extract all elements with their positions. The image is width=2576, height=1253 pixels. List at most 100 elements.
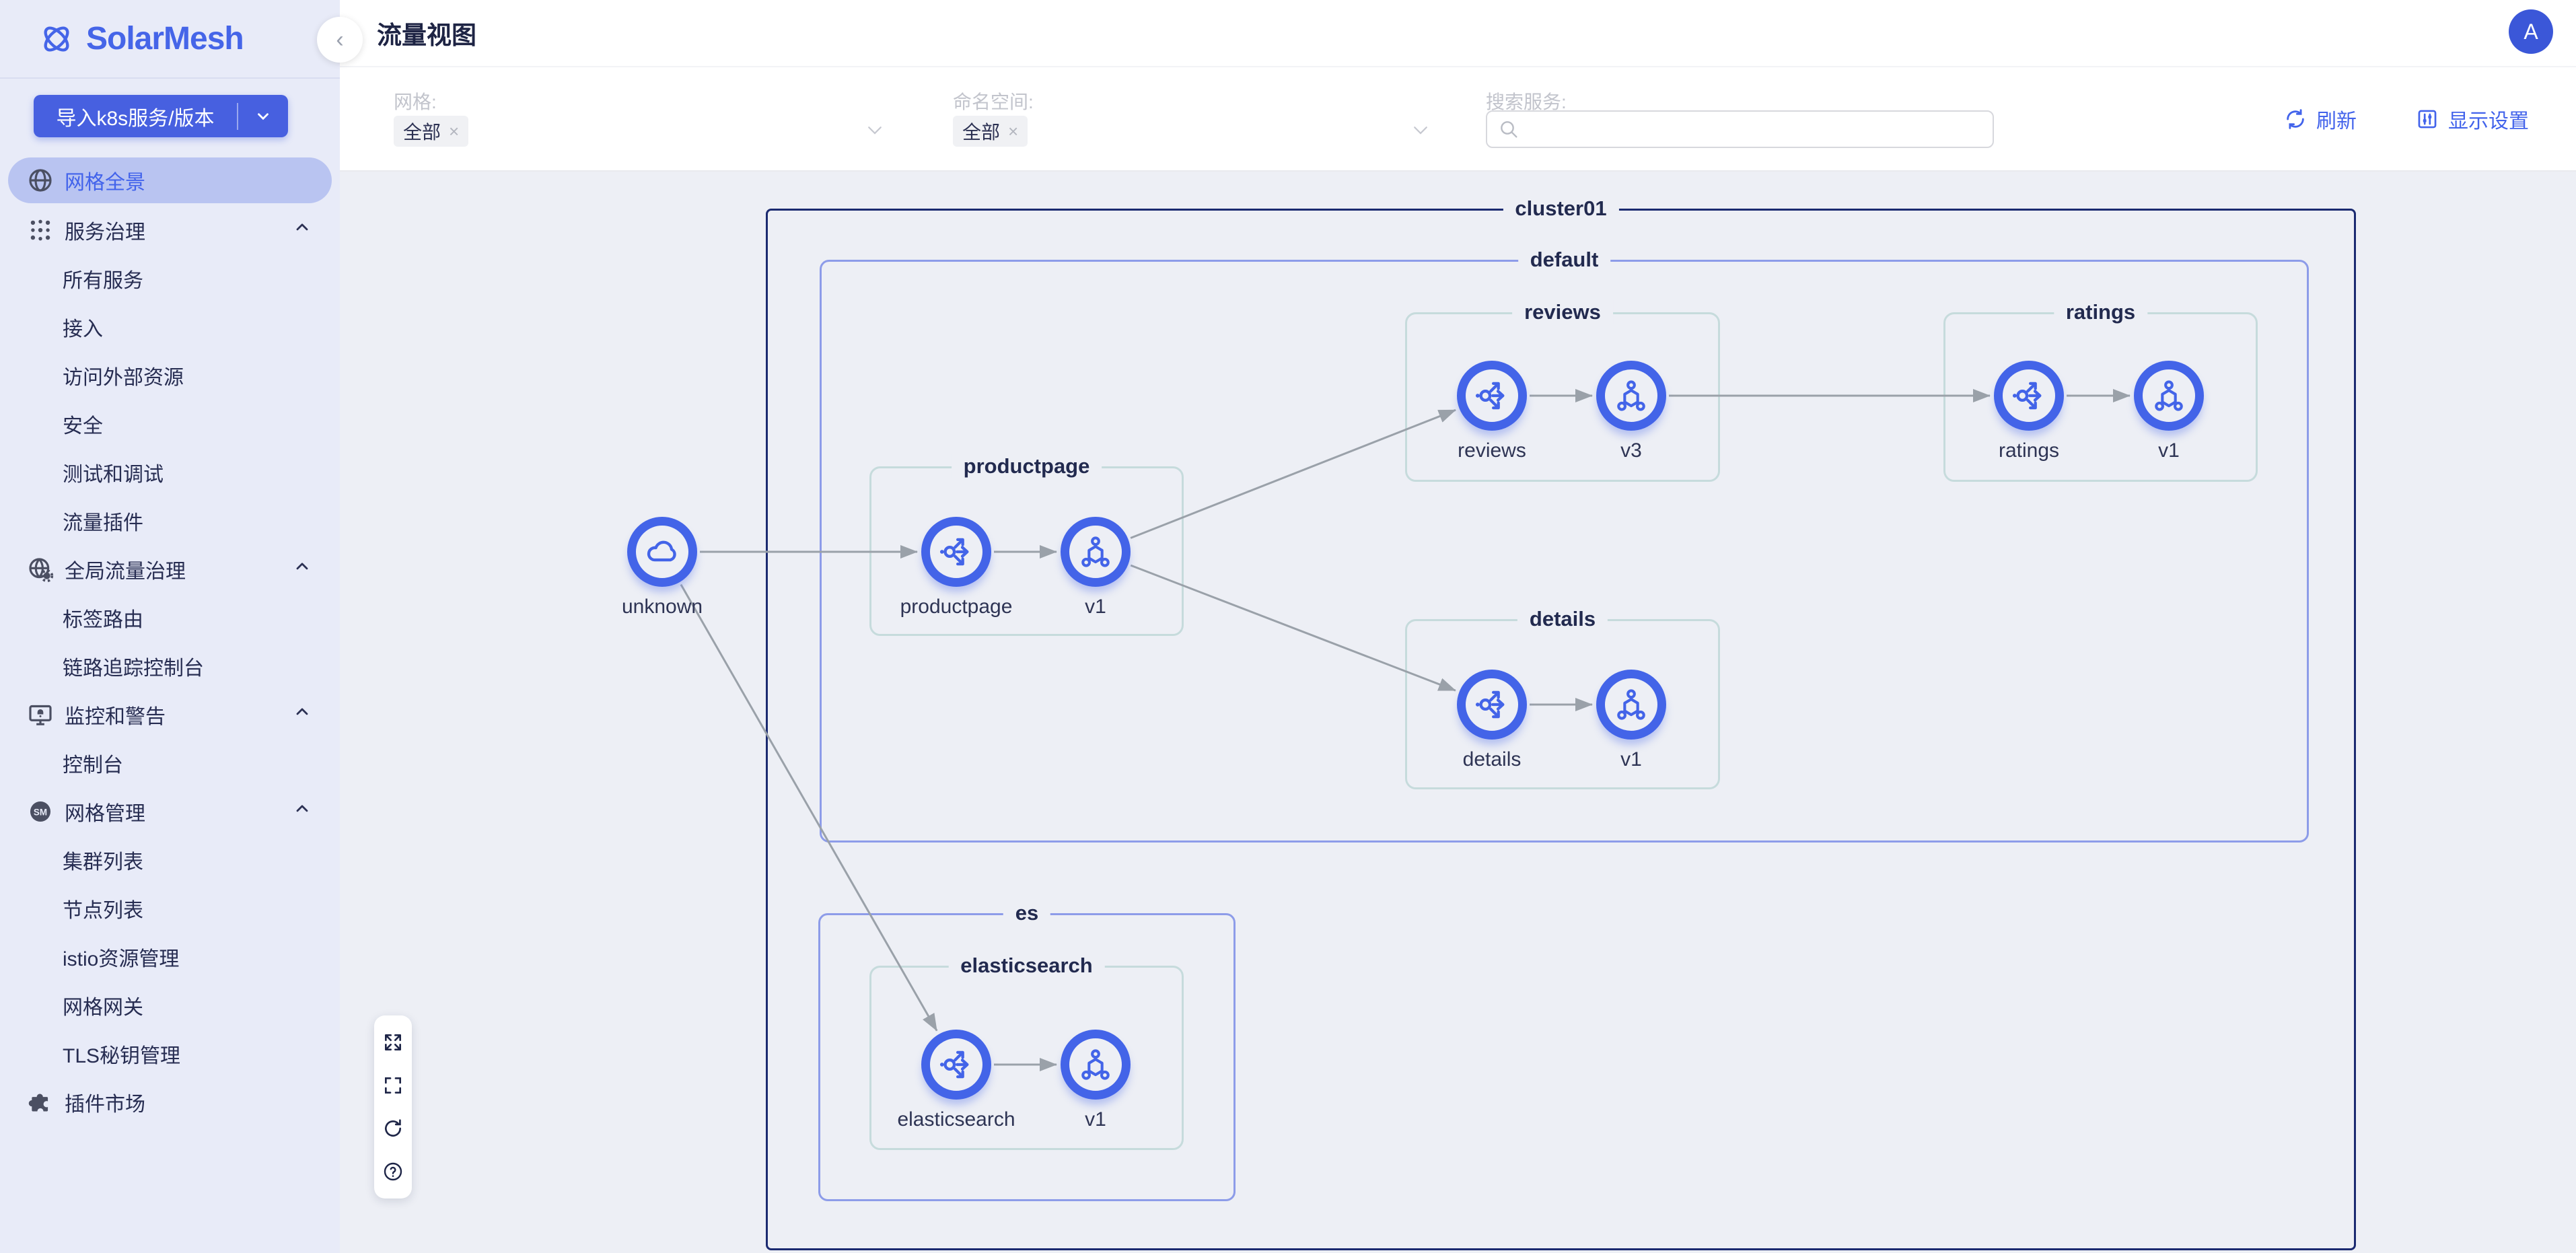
sidebar-subitem-label: 集群列表 [63, 851, 143, 873]
sidebar-subitem-mesh-management-0[interactable]: 集群列表 [0, 836, 340, 884]
main-area: ‹ 流量视图 A 网格: 全部 × 命名空间: 全部 × [317, 0, 2576, 1253]
node-label: elasticsearch [897, 1108, 1015, 1131]
mesh-filter[interactable]: 网格: 全部 × [394, 67, 885, 170]
sidebar-subitem-service-governance-1[interactable]: 接入 [0, 303, 340, 351]
import-dropdown-toggle[interactable] [238, 108, 288, 125]
group-label-es: es [1003, 901, 1051, 925]
sidebar-item-service-governance[interactable]: 服务治理 [0, 206, 340, 254]
group-label-details-app: details [1517, 607, 1608, 631]
edge-productpage-v1-to-reviews [1130, 408, 1456, 539]
node-elasticsearch[interactable]: elasticsearch [897, 1030, 1015, 1131]
sidebar-item-label: 插件市场 [65, 1094, 145, 1116]
group-label-default: default [1517, 248, 1611, 272]
chevron-up-icon[interactable] [293, 799, 312, 824]
sidebar-subitem-service-governance-0[interactable]: 所有服务 [0, 254, 340, 303]
node-details[interactable]: details [1457, 670, 1527, 771]
sidebar-item-global-traffic[interactable]: 全局流量治理 [0, 545, 340, 594]
services-icon [26, 215, 55, 245]
sidebar-subitem-label: istio资源管理 [63, 948, 180, 970]
namespace-filter-chip[interactable]: 全部 × [953, 116, 1028, 147]
button-divider [237, 102, 238, 130]
group-box-reviews-app: reviews [1405, 300, 1720, 482]
refresh-button[interactable]: 刷新 [2284, 104, 2357, 134]
fullscreen-button[interactable] [374, 1064, 412, 1107]
sidebar-item-label: 网格管理 [65, 803, 145, 825]
sidebar-subitem-label: 控制台 [63, 754, 123, 777]
node-elasticsearch-v1[interactable]: v1 [1061, 1030, 1131, 1131]
sidebar-subitem-service-governance-3[interactable]: 安全 [0, 400, 340, 448]
sidebar-subitem-label: 安全 [63, 415, 103, 437]
sidebar-nav: 网格全景服务治理所有服务接入访问外部资源安全测试和调试流量插件全局流量治理标签路… [0, 157, 340, 1126]
fit-icon [382, 1032, 404, 1053]
node-reviews[interactable]: reviews [1457, 361, 1527, 462]
namespace-chip-close-icon[interactable]: × [1008, 120, 1019, 141]
namespace-filter[interactable]: 命名空间: 全部 × [953, 67, 1431, 170]
sidebar-subitem-service-governance-2[interactable]: 访问外部资源 [0, 351, 340, 400]
display-settings-button[interactable]: 显示设置 [2416, 104, 2529, 134]
sidebar-subitem-label: 接入 [63, 318, 103, 341]
globe-gear-icon [26, 554, 55, 584]
node-details-v1[interactable]: v1 [1596, 670, 1666, 771]
help-button[interactable] [374, 1150, 412, 1193]
fit-view-button[interactable] [374, 1021, 412, 1064]
sidebar-item-plugin-market[interactable]: 插件市场 [0, 1078, 340, 1126]
topbar: 流量视图 A [340, 0, 2576, 67]
sidebar-subitem-mesh-management-1[interactable]: 节点列表 [0, 884, 340, 933]
node-label: reviews [1458, 439, 1526, 462]
edge-unknown-to-elasticsearch [680, 583, 938, 1032]
mesh-filter-value: 全部 [403, 122, 441, 143]
import-k8s-button[interactable]: 导入k8s服务/版本 [34, 95, 288, 137]
mesh-chip-close-icon[interactable]: × [449, 120, 460, 141]
sidebar-collapse-button[interactable]: ‹ [317, 17, 363, 63]
import-k8s-label: 导入k8s服务/版本 [56, 107, 215, 130]
cloud-node-icon [643, 532, 682, 571]
node-productpage-v1[interactable]: v1 [1061, 517, 1131, 618]
sidebar-item-monitoring[interactable]: 监控和警告 [0, 690, 340, 739]
canvas-toolbar [374, 1015, 412, 1198]
mesh-filter-label: 网格: [394, 92, 437, 112]
sidebar-subitem-monitoring-0[interactable]: 控制台 [0, 739, 340, 787]
sidebar-item-mesh-overview[interactable]: 网格全景 [8, 157, 332, 203]
sidebar-subitem-service-governance-5[interactable]: 流量插件 [0, 497, 340, 545]
chevron-up-icon[interactable] [293, 557, 312, 581]
chevron-up-icon[interactable] [293, 218, 312, 242]
service-node-icon [2009, 376, 2048, 415]
workload-node-icon [1076, 1045, 1115, 1084]
search-input[interactable] [1526, 118, 1993, 140]
node-reviews-v3[interactable]: v3 [1596, 361, 1666, 462]
node-unknown[interactable]: unknown [622, 517, 703, 618]
namespace-filter-label: 命名空间: [953, 92, 1034, 112]
topology-canvas[interactable]: cluster01 default reviews ratings productpag… [340, 172, 2576, 1253]
sidebar-subitem-service-governance-4[interactable]: 测试和调试 [0, 448, 340, 497]
group-box-ratings-app: ratings [1943, 300, 2258, 482]
reload-button[interactable] [374, 1107, 412, 1150]
sidebar-subitem-mesh-management-2[interactable]: istio资源管理 [0, 933, 340, 981]
chevron-up-icon[interactable] [293, 703, 312, 727]
sidebar-subitem-global-traffic-1[interactable]: 链路追踪控制台 [0, 642, 340, 690]
sidebar-subitem-mesh-management-4[interactable]: TLS秘钥管理 [0, 1030, 340, 1078]
group-box-productpage-app: productpage [869, 454, 1184, 636]
search-box[interactable] [1486, 110, 1994, 148]
mesh-filter-chip[interactable]: 全部 × [394, 116, 469, 147]
sidebar-subitem-label: 所有服务 [63, 270, 143, 292]
node-ratings[interactable]: ratings [1994, 361, 2064, 462]
svg-text:SM: SM [34, 807, 47, 817]
service-node-icon [937, 532, 976, 571]
group-label-cluster01: cluster01 [1503, 196, 1619, 221]
user-avatar[interactable]: A [2509, 9, 2553, 54]
group-label-productpage-app: productpage [951, 454, 1102, 478]
group-box-es: es [818, 901, 1236, 1201]
sidebar-item-mesh-management[interactable]: SM 网格管理 [0, 787, 340, 836]
group-label-elasticsearch-app: elasticsearch [948, 954, 1105, 978]
group-box-elasticsearch-app: elasticsearch [869, 954, 1184, 1150]
group-label-ratings-app: ratings [2053, 300, 2148, 324]
node-productpage[interactable]: productpage [900, 517, 1012, 618]
sidebar-subitem-mesh-management-3[interactable]: 网格网关 [0, 981, 340, 1030]
node-ratings-v1[interactable]: v1 [2134, 361, 2204, 462]
display-settings-label: 显示设置 [2448, 110, 2529, 133]
sidebar-subitem-global-traffic-0[interactable]: 标签路由 [0, 594, 340, 642]
sidebar-subitem-label: 节点列表 [63, 900, 143, 922]
globe-icon [26, 166, 55, 195]
sidebar-subitem-label: 标签路由 [63, 609, 143, 631]
sidebar-subitem-label: 链路追踪控制台 [63, 657, 204, 680]
